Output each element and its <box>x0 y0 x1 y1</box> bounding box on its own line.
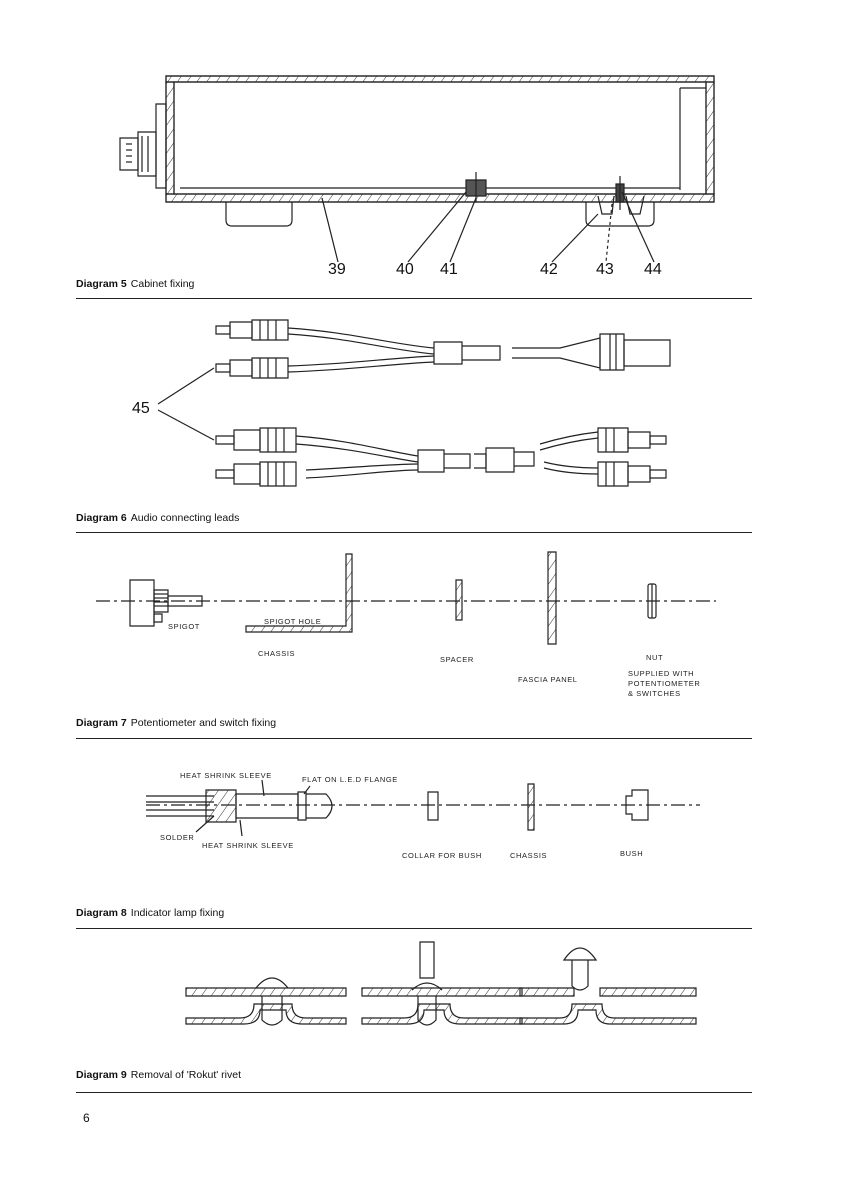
divider <box>76 928 752 929</box>
callout-43: 43 <box>596 261 614 278</box>
label-collar: COLLAR FOR BUSH <box>402 851 482 860</box>
diagram9-title: Removal of 'Rokut' rivet <box>130 1069 241 1081</box>
callout-40: 40 <box>396 261 414 278</box>
diagram7-number: Diagram 7 <box>76 717 127 729</box>
callout-42: 42 <box>540 261 558 278</box>
label-supplied-1: SUPPLIED WITH <box>628 669 694 678</box>
diagram6-number: Diagram 6 <box>76 512 127 524</box>
diagram8-labels: HEAT SHRINK SLEEVE FLAT ON L.E.D FLANGE … <box>160 771 643 860</box>
diagram8-title: Indicator lamp fixing <box>130 907 225 919</box>
label-supplied-3: & SWITCHES <box>628 689 681 698</box>
diagram7-title: Potentiometer and switch fixing <box>130 717 277 729</box>
label-flat-on-led: FLAT ON L.E.D FLANGE <box>302 775 398 784</box>
diagram6-title: Audio connecting leads <box>130 512 240 524</box>
callout-39: 39 <box>328 261 346 278</box>
label-heat-shrink-top: HEAT SHRINK SLEEVE <box>180 771 272 780</box>
label-chassis: CHASSIS <box>510 851 547 860</box>
diagram7-drawing <box>96 552 716 644</box>
callout-44: 44 <box>644 261 662 278</box>
page-number: 6 <box>83 1111 90 1125</box>
label-spacer: SPACER <box>440 655 474 664</box>
diagram9-drawing <box>186 942 696 1025</box>
diagram5-title: Cabinet fixing <box>130 278 195 290</box>
label-fascia-panel: FASCIA PANEL <box>518 675 578 684</box>
divider <box>76 1092 752 1093</box>
diagram6-callouts: 45 <box>132 400 150 417</box>
label-bush: BUSH <box>620 849 643 858</box>
divider <box>76 532 752 533</box>
diagram6-drawing <box>158 320 670 486</box>
diagram8-number: Diagram 8 <box>76 907 127 919</box>
diagram5-callouts: 39 40 41 42 43 44 <box>328 261 662 278</box>
callout-41: 41 <box>440 261 458 278</box>
callout-45: 45 <box>132 400 150 417</box>
divider <box>76 738 752 739</box>
diagram5-number: Diagram 5 <box>76 278 127 290</box>
label-spigot-hole: SPIGOT HOLE <box>264 617 321 626</box>
label-spigot: SPIGOT <box>168 622 200 631</box>
label-chassis: CHASSIS <box>258 649 295 658</box>
diagram7-labels: SPIGOT SPIGOT HOLE CHASSIS SPACER FASCIA… <box>168 617 700 698</box>
label-solder: SOLDER <box>160 833 194 842</box>
label-supplied-2: POTENTIOMETER <box>628 679 700 688</box>
diagram5-drawing <box>120 76 714 262</box>
diagram9-number: Diagram 9 <box>76 1069 127 1081</box>
label-heat-shrink-bottom: HEAT SHRINK SLEEVE <box>202 841 294 850</box>
label-nut: NUT <box>646 653 663 662</box>
diagram8-drawing <box>146 780 700 836</box>
divider <box>76 298 752 299</box>
